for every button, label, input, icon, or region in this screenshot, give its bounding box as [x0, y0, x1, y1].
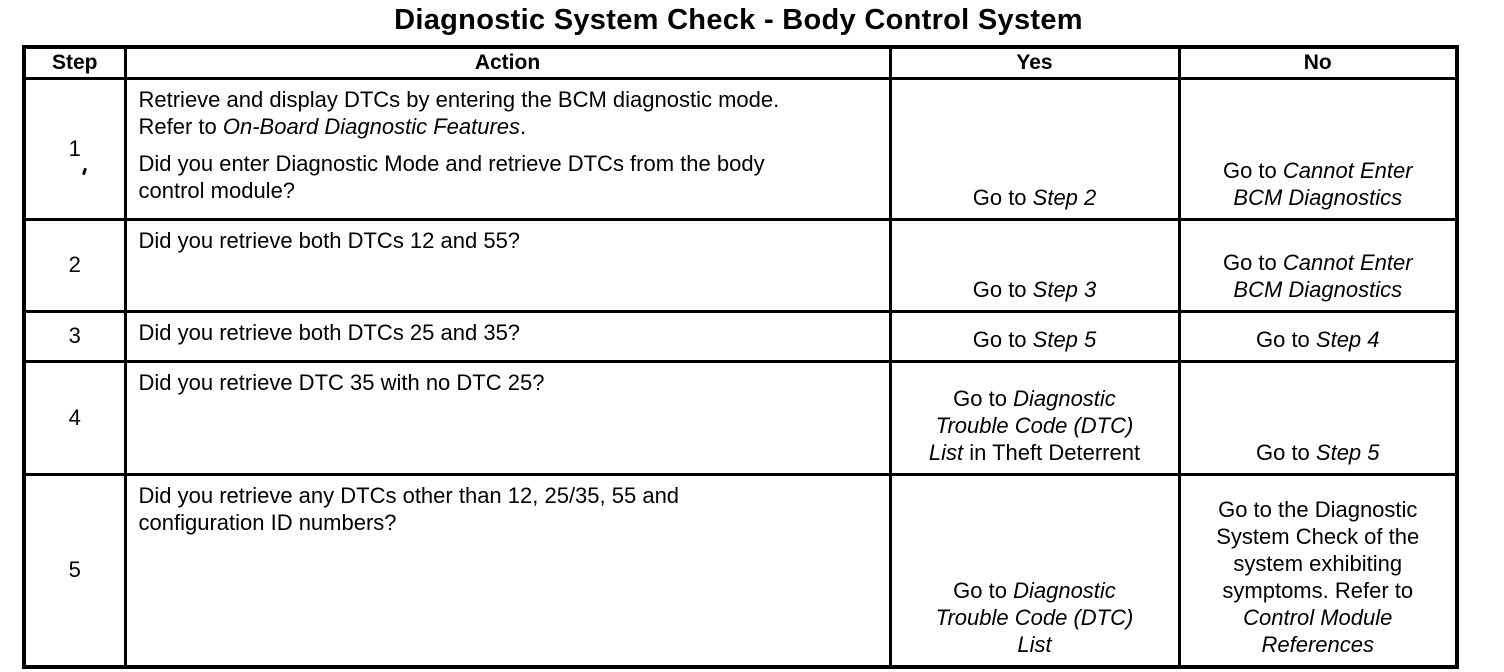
- italic-reference: Step 5: [1315, 439, 1380, 465]
- italic-reference: Step 4: [1315, 326, 1380, 352]
- text-run: Go to: [972, 276, 1033, 302]
- step-cell: 4: [22, 359, 127, 476]
- action-cell: Did you retrieve both DTCs 12 and 55?: [123, 217, 892, 313]
- italic-reference: On-Board Diagnostic Features: [222, 113, 521, 139]
- action-cell: Did you retrieve any DTCs other than 12,…: [123, 472, 892, 669]
- italic-reference: Cannot Enter: [1282, 157, 1413, 183]
- step-number: 5: [68, 557, 81, 583]
- italic-reference: BCM Diagnostics: [1233, 276, 1403, 302]
- text-run: .: [520, 113, 527, 139]
- text-run: control module?: [138, 177, 296, 203]
- text-run: system exhibiting: [1233, 551, 1403, 576]
- page-title: Diagnostic System Check - Body Control S…: [394, 4, 1083, 36]
- scan-artifact-mark: [81, 167, 87, 176]
- step-cell: 3: [22, 309, 127, 363]
- header-no: No: [1177, 45, 1459, 80]
- table-row: 2 Did you retrieve both DTCs 12 and 55? Go…: [22, 217, 1459, 313]
- diagnostic-table: Step Action Yes No 1 Retrieve and display…: [22, 45, 1459, 669]
- header-action: Action: [123, 45, 892, 80]
- italic-reference: List: [1017, 632, 1052, 657]
- step-cell: 5: [22, 472, 127, 669]
- text-run: System Check of the: [1216, 524, 1420, 549]
- italic-reference: Trouble Code (DTC): [935, 412, 1134, 438]
- italic-reference: Diagnostic: [1013, 385, 1116, 411]
- table-body: 1 Retrieve and display DTCs by entering t…: [22, 76, 1459, 669]
- text-run: Retrieve and display DTCs by entering th…: [138, 86, 780, 112]
- step-cell: 1: [22, 76, 127, 221]
- action-paragraph: Did you retrieve DTC 35 with no DTC 25?: [139, 369, 877, 396]
- table-row: 4 Did you retrieve DTC 35 with no DTC 25?…: [22, 359, 1459, 476]
- step-number: 1: [68, 135, 81, 161]
- italic-reference: Diagnostic: [1013, 578, 1116, 603]
- italic-reference: BCM Diagnostics: [1233, 184, 1403, 210]
- text-run: Refer to: [138, 113, 223, 139]
- text-run: Go to: [1255, 326, 1316, 352]
- text-run: Did you retrieve DTC 35 with no DTC 25?: [138, 369, 545, 395]
- text-run: Go to: [953, 578, 1014, 603]
- italic-reference: Step 5: [1032, 326, 1097, 352]
- text-run: Go to the Diagnostic: [1218, 497, 1418, 522]
- text-run: in Theft Deterrent: [963, 439, 1141, 465]
- table-row: 3 Did you retrieve both DTCs 25 and 35? Go…: [22, 309, 1459, 363]
- action-paragraph: Did you retrieve both DTCs 12 and 55?: [139, 227, 877, 254]
- italic-reference: Step 3: [1032, 276, 1097, 302]
- action-paragraph: Did you retrieve any DTCs other than 12,…: [139, 482, 877, 536]
- step-number: 3: [68, 323, 81, 348]
- header-step: Step: [22, 45, 127, 80]
- header-yes: Yes: [888, 45, 1181, 80]
- no-cell: Go to Step 4: [1177, 309, 1459, 363]
- text-run: Did you retrieve any DTCs other than 12,…: [138, 482, 680, 508]
- step-number: 2: [68, 252, 81, 277]
- header-row: Step Action Yes No: [22, 45, 1459, 80]
- italic-reference: Control Module: [1243, 605, 1393, 630]
- table-header: Step Action Yes No: [22, 45, 1459, 80]
- text-run: Did you enter Diagnostic Mode and retrie…: [138, 150, 765, 176]
- action-paragraph: Retrieve and display DTCs by entering th…: [139, 86, 877, 140]
- italic-reference: References: [1261, 632, 1374, 657]
- text-run: Go to: [1255, 439, 1316, 465]
- yes-cell: Go to Step 5: [888, 309, 1181, 363]
- action-paragraph: Did you retrieve both DTCs 25 and 35?: [139, 319, 877, 346]
- table-row: 5 Did you retrieve any DTCs other than 12…: [22, 472, 1459, 669]
- text-run: Did you retrieve both DTCs 25 and 35?: [138, 319, 521, 345]
- text-run: symptoms. Refer to: [1222, 578, 1414, 603]
- table-row: 1 Retrieve and display DTCs by entering t…: [22, 76, 1459, 221]
- text-run: configuration ID numbers?: [138, 509, 397, 535]
- no-cell: Go to Step 5: [1177, 359, 1459, 476]
- text-run: Go to: [953, 385, 1014, 411]
- yes-cell: Go to Step 2: [888, 76, 1181, 221]
- italic-reference: List: [928, 439, 964, 465]
- action-cell: Retrieve and display DTCs by entering th…: [123, 76, 892, 221]
- italic-reference: Trouble Code (DTC): [935, 605, 1134, 630]
- text-run: Go to: [1222, 249, 1283, 275]
- action-cell: Did you retrieve both DTCs 25 and 35?: [123, 309, 892, 363]
- italic-reference: Cannot Enter: [1282, 249, 1413, 275]
- step-cell: 2: [22, 217, 127, 313]
- italic-reference: Step 2: [1032, 184, 1097, 210]
- action-paragraph: Did you enter Diagnostic Mode and retrie…: [139, 150, 877, 204]
- action-cell: Did you retrieve DTC 35 with no DTC 25?: [123, 359, 892, 476]
- text-run: Go to: [972, 184, 1033, 210]
- text-run: Go to: [972, 326, 1033, 352]
- text-run: Did you retrieve both DTCs 12 and 55?: [138, 227, 521, 253]
- text-run: Go to: [1222, 157, 1283, 183]
- yes-cell: Go to Step 3: [888, 217, 1181, 313]
- step-number: 4: [68, 404, 81, 430]
